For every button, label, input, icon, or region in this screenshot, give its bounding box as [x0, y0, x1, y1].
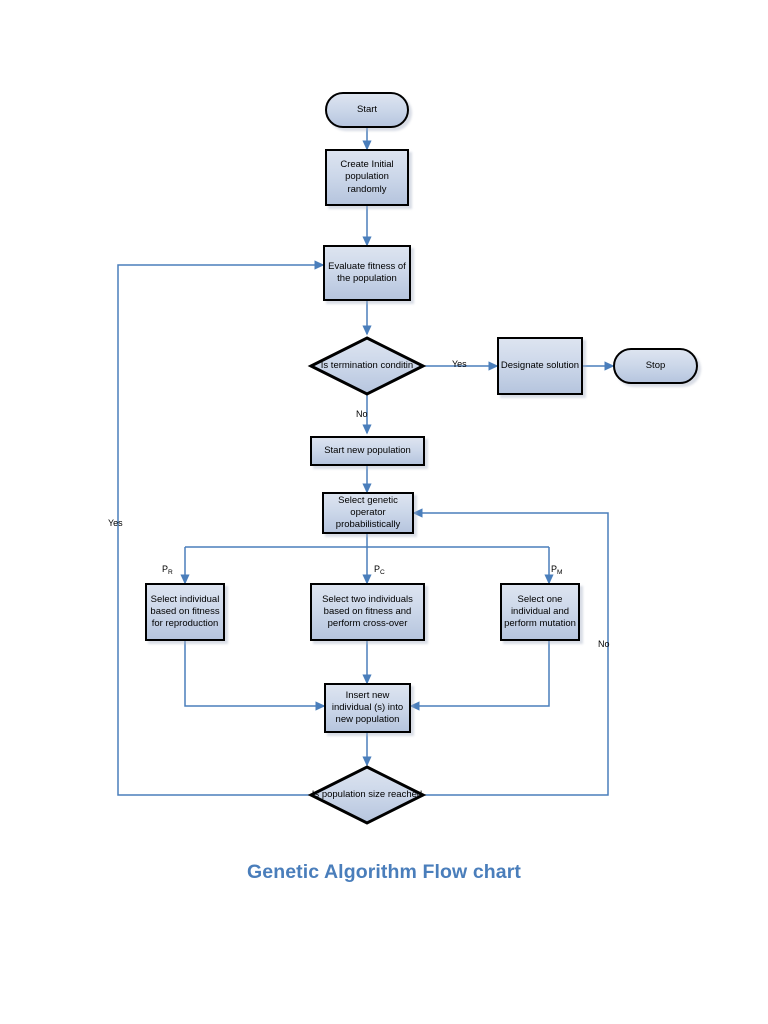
node-evaluate-fitness-label: Evaluate fitness of the population	[328, 260, 406, 284]
edge-label-pm-base: P	[551, 564, 558, 574]
edge-label-population-yes: Yes	[108, 518, 123, 528]
node-crossover-label: Select two individuals based on fitness …	[322, 593, 413, 630]
edge-label-termination-no: No	[356, 409, 368, 419]
node-mutation[interactable]: Select one individual and perform mutati…	[500, 583, 580, 641]
node-population-size-check-label: Is population size reached	[311, 788, 423, 800]
node-mutation-label: Select one individual and perform mutati…	[504, 593, 576, 630]
node-designate-solution[interactable]: Designate solution	[497, 337, 583, 395]
node-insert-individual[interactable]: Insert new individual (s) into new popul…	[324, 683, 411, 733]
node-insert-individual-label: Insert new individual (s) into new popul…	[331, 689, 404, 726]
edge-reproduction-to-insert	[184, 641, 326, 711]
edge-popcheck-no-to-operator	[412, 508, 609, 796]
edge-label-pr-sub: R	[168, 569, 173, 576]
node-start-label: Start	[356, 103, 378, 115]
node-reproduction[interactable]: Select individual based on fitness for r…	[145, 583, 225, 641]
node-termination-check-label: Is termination conditin	[320, 359, 414, 371]
node-start-new-population-label: Start new population	[324, 444, 411, 456]
edge-label-pr-base: P	[162, 564, 169, 574]
edge-label-pc-sub: C	[380, 569, 385, 576]
edge-mutation-to-insert	[409, 641, 550, 711]
node-population-size-check[interactable]: Is population size reached	[307, 765, 427, 825]
edge-label-population-no: No	[598, 639, 610, 649]
node-start[interactable]: Start	[325, 92, 409, 128]
edge-label-operator-mutation: PM	[551, 564, 563, 576]
node-select-operator-label: Select genetic operator probabilisticall…	[335, 494, 401, 531]
edge-label-pm-sub: M	[557, 569, 563, 576]
node-stop[interactable]: Stop	[613, 348, 698, 384]
edge-label-termination-yes: Yes	[452, 359, 467, 369]
node-evaluate-fitness[interactable]: Evaluate fitness of the population	[323, 245, 411, 301]
node-reproduction-label: Select individual based on fitness for r…	[150, 593, 220, 630]
node-select-operator[interactable]: Select genetic operator probabilisticall…	[322, 492, 414, 534]
node-designate-solution-label: Designate solution	[500, 359, 580, 371]
page-title: Genetic Algorithm Flow chart	[246, 861, 522, 883]
node-termination-check[interactable]: Is termination conditin	[307, 336, 427, 396]
edge-popcheck-yes-to-evaluate	[117, 260, 325, 796]
edge-label-operator-crossover: PC	[374, 564, 385, 576]
node-start-new-population[interactable]: Start new population	[310, 436, 425, 466]
node-create-population[interactable]: Create Initial population randomly	[325, 149, 409, 206]
node-crossover[interactable]: Select two individuals based on fitness …	[310, 583, 425, 641]
node-create-population-label: Create Initial population randomly	[340, 159, 394, 195]
edge-label-operator-reproduction: PR	[162, 564, 173, 576]
node-stop-label: Stop	[645, 359, 666, 371]
edge-label-pc-base: P	[374, 564, 381, 574]
